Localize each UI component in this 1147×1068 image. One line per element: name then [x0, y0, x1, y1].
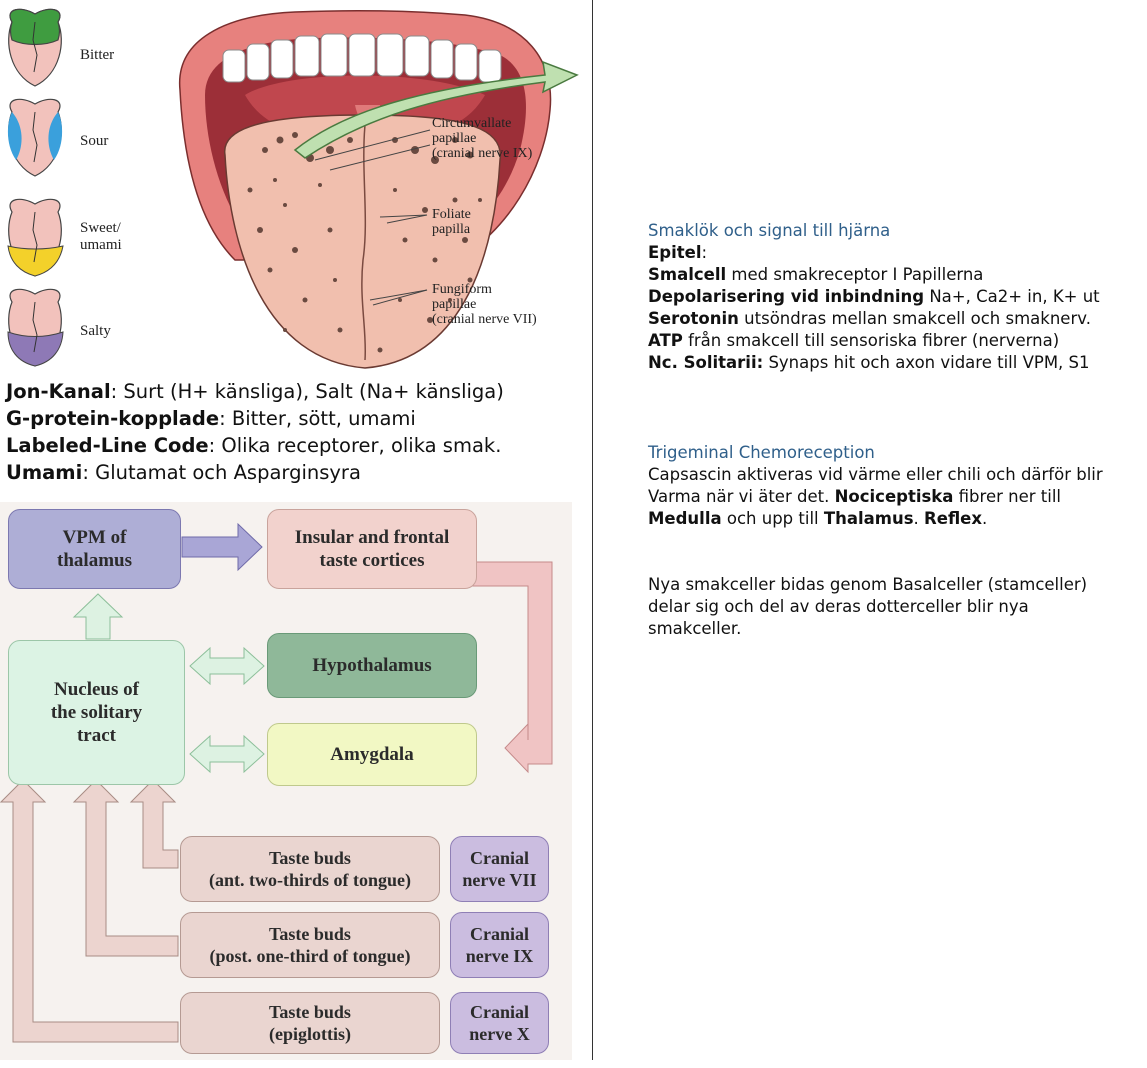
notes-section-basal-cells: Nya smakceller bidas genom Basalceller (…	[648, 574, 1087, 640]
summary-line-umami: Umami: Glutamat och Asparginsyra	[6, 461, 361, 484]
insular-cortices-box: Insular and frontal taste cortices	[267, 509, 477, 589]
callout-fungiform-line2: papillae	[432, 297, 477, 312]
pathway-arrows	[0, 522, 553, 1043]
notes-line-serotonin: Serotonin utsöndras mellan smakcell och …	[648, 309, 1091, 328]
vpm-thalamus-box: VPM of thalamus	[8, 509, 181, 589]
receptor-summary: Jon-Kanal: Surt (H+ känsliga), Salt (Na+…	[6, 378, 586, 486]
notes-heading-taste-signal: Smaklök och signal till hjärna	[648, 221, 891, 240]
callout-circumvallate-line1: Circumvallate	[432, 116, 512, 131]
notes-basal-line1: Nya smakceller bidas genom Basalceller (…	[648, 575, 1088, 594]
notes-section-taste-signal: Smaklök och signal till hjärna Epitel: S…	[648, 220, 1100, 374]
tongue-map-salty	[7, 288, 64, 367]
notes-basal-line2: delar sig och del av deras dotterceller …	[648, 597, 1029, 616]
taste-label-sour: Sour	[80, 133, 109, 149]
callout-fungiform-line3: (cranial nerve VII)	[432, 312, 537, 327]
notes-trigeminal-line3: Medulla och upp till Thalamus. Reflex.	[648, 509, 988, 528]
cranial-nerve-ix-box: Cranial nerve IX	[450, 912, 549, 978]
summary-line-labeled-line: Labeled-Line Code: Olika receptorer, oli…	[6, 434, 502, 457]
nucleus-solitary-tract-box: Nucleus of the solitary tract	[8, 640, 185, 785]
callout-circumvallate: Circumvallate papillae (cranial nerve IX…	[432, 116, 532, 161]
callout-foliate-line2: papilla	[432, 222, 471, 237]
callout-fungiform-line1: Fungiform	[432, 282, 492, 297]
tongue-taste-maps	[7, 8, 64, 367]
notes-epitel: Epitel:	[648, 243, 708, 262]
taste-buds-epiglottis-box: Taste buds (epiglottis)	[180, 992, 440, 1054]
notes-line-atp: ATP från smakcell till sensoriska fibrer…	[648, 331, 1060, 350]
tongue-map-bitter	[8, 8, 62, 87]
tongue-map-sour	[7, 98, 63, 177]
notes-line-nc-solitarii: Nc. Solitarii: Synaps hit och axon vidar…	[648, 353, 1090, 372]
notes-trigeminal-line1: Capsascin aktiveras vid värme eller chil…	[648, 465, 1103, 484]
callout-foliate: Foliate papilla	[432, 207, 471, 237]
taste-label-bitter: Bitter	[80, 47, 115, 63]
taste-label-sweet-umami: Sweet/ umami	[80, 220, 122, 253]
notes-line-depolarisering: Depolarisering vid inbindning Na+, Ca2+ …	[648, 287, 1100, 306]
taste-buds-posterior-box: Taste buds (post. one-third of tongue)	[180, 912, 440, 978]
notes-trigeminal-line2: Varma när vi äter det. Nociceptiska fibr…	[648, 487, 1061, 506]
notes-basal-line3: smakceller.	[648, 619, 742, 638]
page-divider	[592, 0, 593, 1060]
summary-line-ion-channel: Jon-Kanal: Surt (H+ känsliga), Salt (Na+…	[6, 380, 504, 403]
hypothalamus-box: Hypothalamus	[267, 633, 477, 698]
taste-label-salty: Salty	[80, 323, 111, 339]
summary-line-g-protein: G-protein-kopplade: Bitter, sött, umami	[6, 407, 416, 430]
callout-circumvallate-line2: papillae	[432, 131, 477, 146]
taste-buds-anterior-box: Taste buds (ant. two-thirds of tongue)	[180, 836, 440, 902]
cranial-nerve-x-box: Cranial nerve X	[450, 992, 549, 1054]
cranial-nerve-vii-box: Cranial nerve VII	[450, 836, 549, 902]
notes-section-trigeminal: Trigeminal Chemoreception Capsascin akti…	[648, 442, 1103, 530]
notes-heading-trigeminal: Trigeminal Chemoreception	[648, 443, 875, 462]
notes-line-smalcell: Smalcell med smakreceptor I Papillerna	[648, 265, 984, 284]
tongue-map-sweet	[7, 198, 64, 277]
mouth-tongue-illustration	[179, 10, 579, 369]
callout-circumvallate-line3: (cranial nerve IX)	[432, 146, 533, 161]
amygdala-box: Amygdala	[267, 723, 477, 786]
callout-foliate-line1: Foliate	[432, 207, 471, 222]
callout-fungiform: Fungiform papillae (cranial nerve VII)	[432, 282, 537, 327]
